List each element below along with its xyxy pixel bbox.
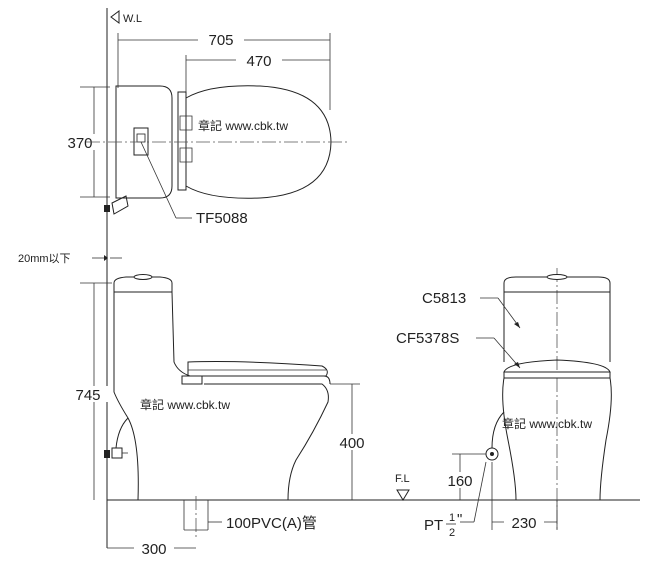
floor-line-marker-icon (396, 489, 410, 501)
floor-line-label: F.L (395, 473, 410, 485)
pt-fraction-numerator: 1 (449, 512, 455, 524)
pt-inch-mark: " (457, 511, 462, 528)
dimension-300: 300 (141, 541, 166, 558)
top-view: 705 470 370 TF5088 章記 www.cbk.tw (60, 31, 350, 227)
dimension-400: 400 (339, 435, 364, 452)
part-label-cf5378s: CF5378S (396, 330, 459, 347)
dimension-705: 705 (208, 32, 233, 49)
pt-fraction-denominator: 2 (449, 527, 455, 539)
pt-label: PT (424, 517, 443, 534)
watermark-front: 章記 www.cbk.tw (502, 416, 592, 431)
part-label-tf5088: TF5088 (196, 210, 248, 227)
watermark-top: 章記 www.cbk.tw (198, 118, 288, 133)
wall-line-label: W.L (123, 13, 142, 25)
pipe-label: 100PVC(A)管 (226, 515, 317, 532)
front-view: C5813 CF5378S F.L 160 PT 1 2 " 230 章記 ww… (395, 268, 612, 539)
dimension-230: 230 (511, 515, 536, 532)
dimension-370: 370 (67, 135, 92, 152)
dimension-160: 160 (447, 473, 472, 490)
dimension-745: 745 (75, 387, 100, 404)
dimension-470: 470 (246, 53, 271, 70)
floor-gap-label: 20mm以下 (18, 253, 71, 265)
wall-line-marker-icon (110, 10, 120, 24)
watermark-side: 章記 www.cbk.tw (140, 397, 230, 412)
side-view: 20mm以下 745 400 100P (18, 253, 640, 558)
part-label-c5813: C5813 (422, 290, 466, 307)
